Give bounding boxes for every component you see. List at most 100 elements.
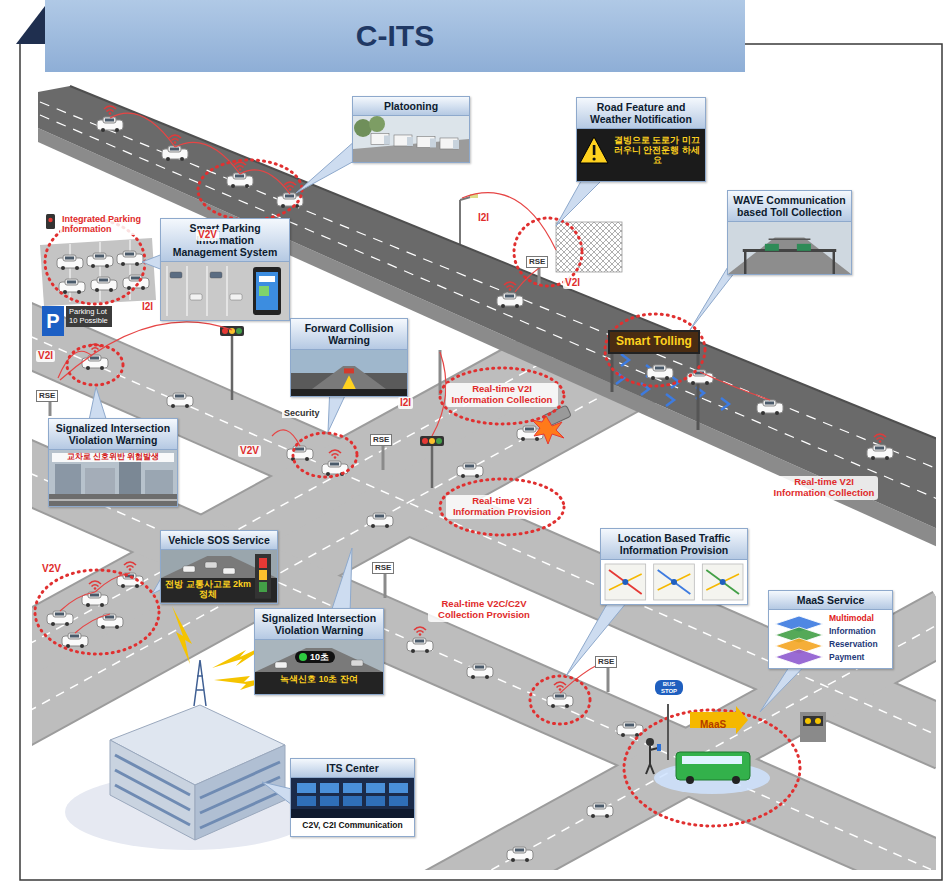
label-slot: Parking Lot 10 Possible <box>66 306 112 327</box>
picture-part <box>275 662 287 668</box>
label-slot: Security <box>282 402 322 420</box>
wireless-icon <box>169 135 181 144</box>
coverage-circle <box>293 433 357 477</box>
link-label: I2I <box>476 212 491 224</box>
coverage-circle <box>624 710 800 826</box>
callout-pointer <box>88 140 820 808</box>
security-label: Security <box>282 408 322 418</box>
bus-stop <box>803 716 823 726</box>
callout-title: Forward Collision Warning <box>291 319 407 350</box>
picture-part <box>259 582 267 592</box>
traffic-signal <box>420 436 444 446</box>
service-label: Real-time V2I Information Collection <box>446 383 558 407</box>
callout-box: Vehicle SOS Service 전방 교통사고로 2km 정체 <box>160 530 278 604</box>
picture-part <box>170 272 182 278</box>
callout-title: WAVE Communication based Toll Collection <box>728 191 851 222</box>
text-slot: 10초 <box>295 646 335 664</box>
picture-part <box>259 276 275 282</box>
picture-part <box>593 158 596 161</box>
picture-part <box>55 464 81 496</box>
callout-box: Signalized Intersection Violation Warnin… <box>48 418 178 507</box>
callout-box: Smart Parking Information Management Sys… <box>160 218 290 321</box>
vehicle <box>457 463 483 478</box>
text-slot: Information <box>829 627 891 637</box>
callout-box: Road Feature and Weather Notification결빙으… <box>576 97 706 182</box>
roadside-fence <box>459 200 461 248</box>
picture-part <box>161 262 289 320</box>
picture-part <box>744 251 747 274</box>
label-slot: RSE <box>526 250 548 268</box>
callout-text: 10초 <box>295 651 335 663</box>
vehicle <box>647 365 673 380</box>
service-label: Real-time V2I Information Collection <box>770 476 878 500</box>
link-label: I2I <box>140 301 155 313</box>
vehicle <box>587 803 613 818</box>
picture-part <box>765 244 779 251</box>
picture-part <box>351 660 363 666</box>
communication-link <box>432 352 446 436</box>
callout-title: Vehicle SOS Service <box>161 531 277 550</box>
text-slot: Reservation <box>829 640 891 650</box>
coverage-circle <box>198 160 302 220</box>
vehicle <box>167 393 193 408</box>
picture-part <box>407 137 413 146</box>
callout-title: Smart Parking Information Management Sys… <box>161 219 289 262</box>
picture-part <box>183 566 195 572</box>
callout-box: MaaS ServiceMultimodalInformationReserva… <box>768 590 893 669</box>
callout-picture <box>728 222 851 274</box>
elevated-highway <box>38 86 936 548</box>
wireless-icon <box>329 450 341 459</box>
link-label: V2V <box>238 445 261 457</box>
picture-part <box>230 294 242 300</box>
callout-title: ITS Center <box>291 759 414 778</box>
picture-part <box>343 783 362 793</box>
callout-text: 전방 교통사고로 2km 정체 <box>165 579 251 600</box>
picture-part <box>833 251 836 274</box>
wireless-icon <box>504 282 516 291</box>
picture-part <box>366 796 385 806</box>
picture-part <box>720 579 726 585</box>
picture-part <box>769 239 811 241</box>
coverage-circle <box>514 218 582 286</box>
picture-part <box>394 135 412 146</box>
picture-part <box>671 579 677 585</box>
parking-board: Parking Lot 10 Possible <box>66 306 112 327</box>
picture-part <box>577 129 705 181</box>
callout-box: ITS CenterC2V, C2I Communication <box>290 758 415 837</box>
picture-part <box>344 369 354 374</box>
bus-stop <box>732 776 740 784</box>
rse-pole <box>50 262 608 692</box>
picture-part <box>609 574 642 590</box>
text-slot: 결빙으로 도로가 미끄러우니 안전운행 하세요 <box>613 136 701 165</box>
label-slot: RSE <box>370 428 392 446</box>
callout-picture <box>291 350 407 396</box>
label-slot: Real-time V2I Information Provision <box>446 495 558 519</box>
label-slot: Smart Tolling <box>608 330 700 354</box>
link-label: I2I <box>398 397 413 409</box>
callout-pointer <box>296 140 356 193</box>
callout-box: Platooning <box>352 96 470 163</box>
callout-picture <box>255 640 383 694</box>
picture-part <box>205 562 217 568</box>
text-slot: Payment <box>829 653 891 663</box>
picture-part <box>706 574 739 590</box>
picture-part <box>255 554 271 599</box>
parking-lot <box>46 214 55 229</box>
vehicle <box>507 847 533 862</box>
bus-stop <box>646 738 654 746</box>
callout-title: Signalized Intersection Violation Warnin… <box>255 609 383 640</box>
wireless-icon <box>874 434 886 443</box>
picture-part <box>343 796 362 806</box>
text-slot: 전방 교통사고로 2km 정체 <box>165 579 251 600</box>
label-slot: V2V <box>196 224 219 242</box>
text-slot: 녹색신호 10초 잔여 <box>259 675 379 685</box>
picture-part <box>291 373 407 396</box>
elevated-highway <box>38 86 936 530</box>
wireless-icon <box>124 562 136 571</box>
wireless-icon <box>89 106 886 691</box>
picture-part <box>85 468 115 496</box>
ground-road <box>420 619 936 870</box>
wireless-icon <box>104 106 116 115</box>
communication-link <box>75 614 110 633</box>
picture-part <box>622 579 628 585</box>
